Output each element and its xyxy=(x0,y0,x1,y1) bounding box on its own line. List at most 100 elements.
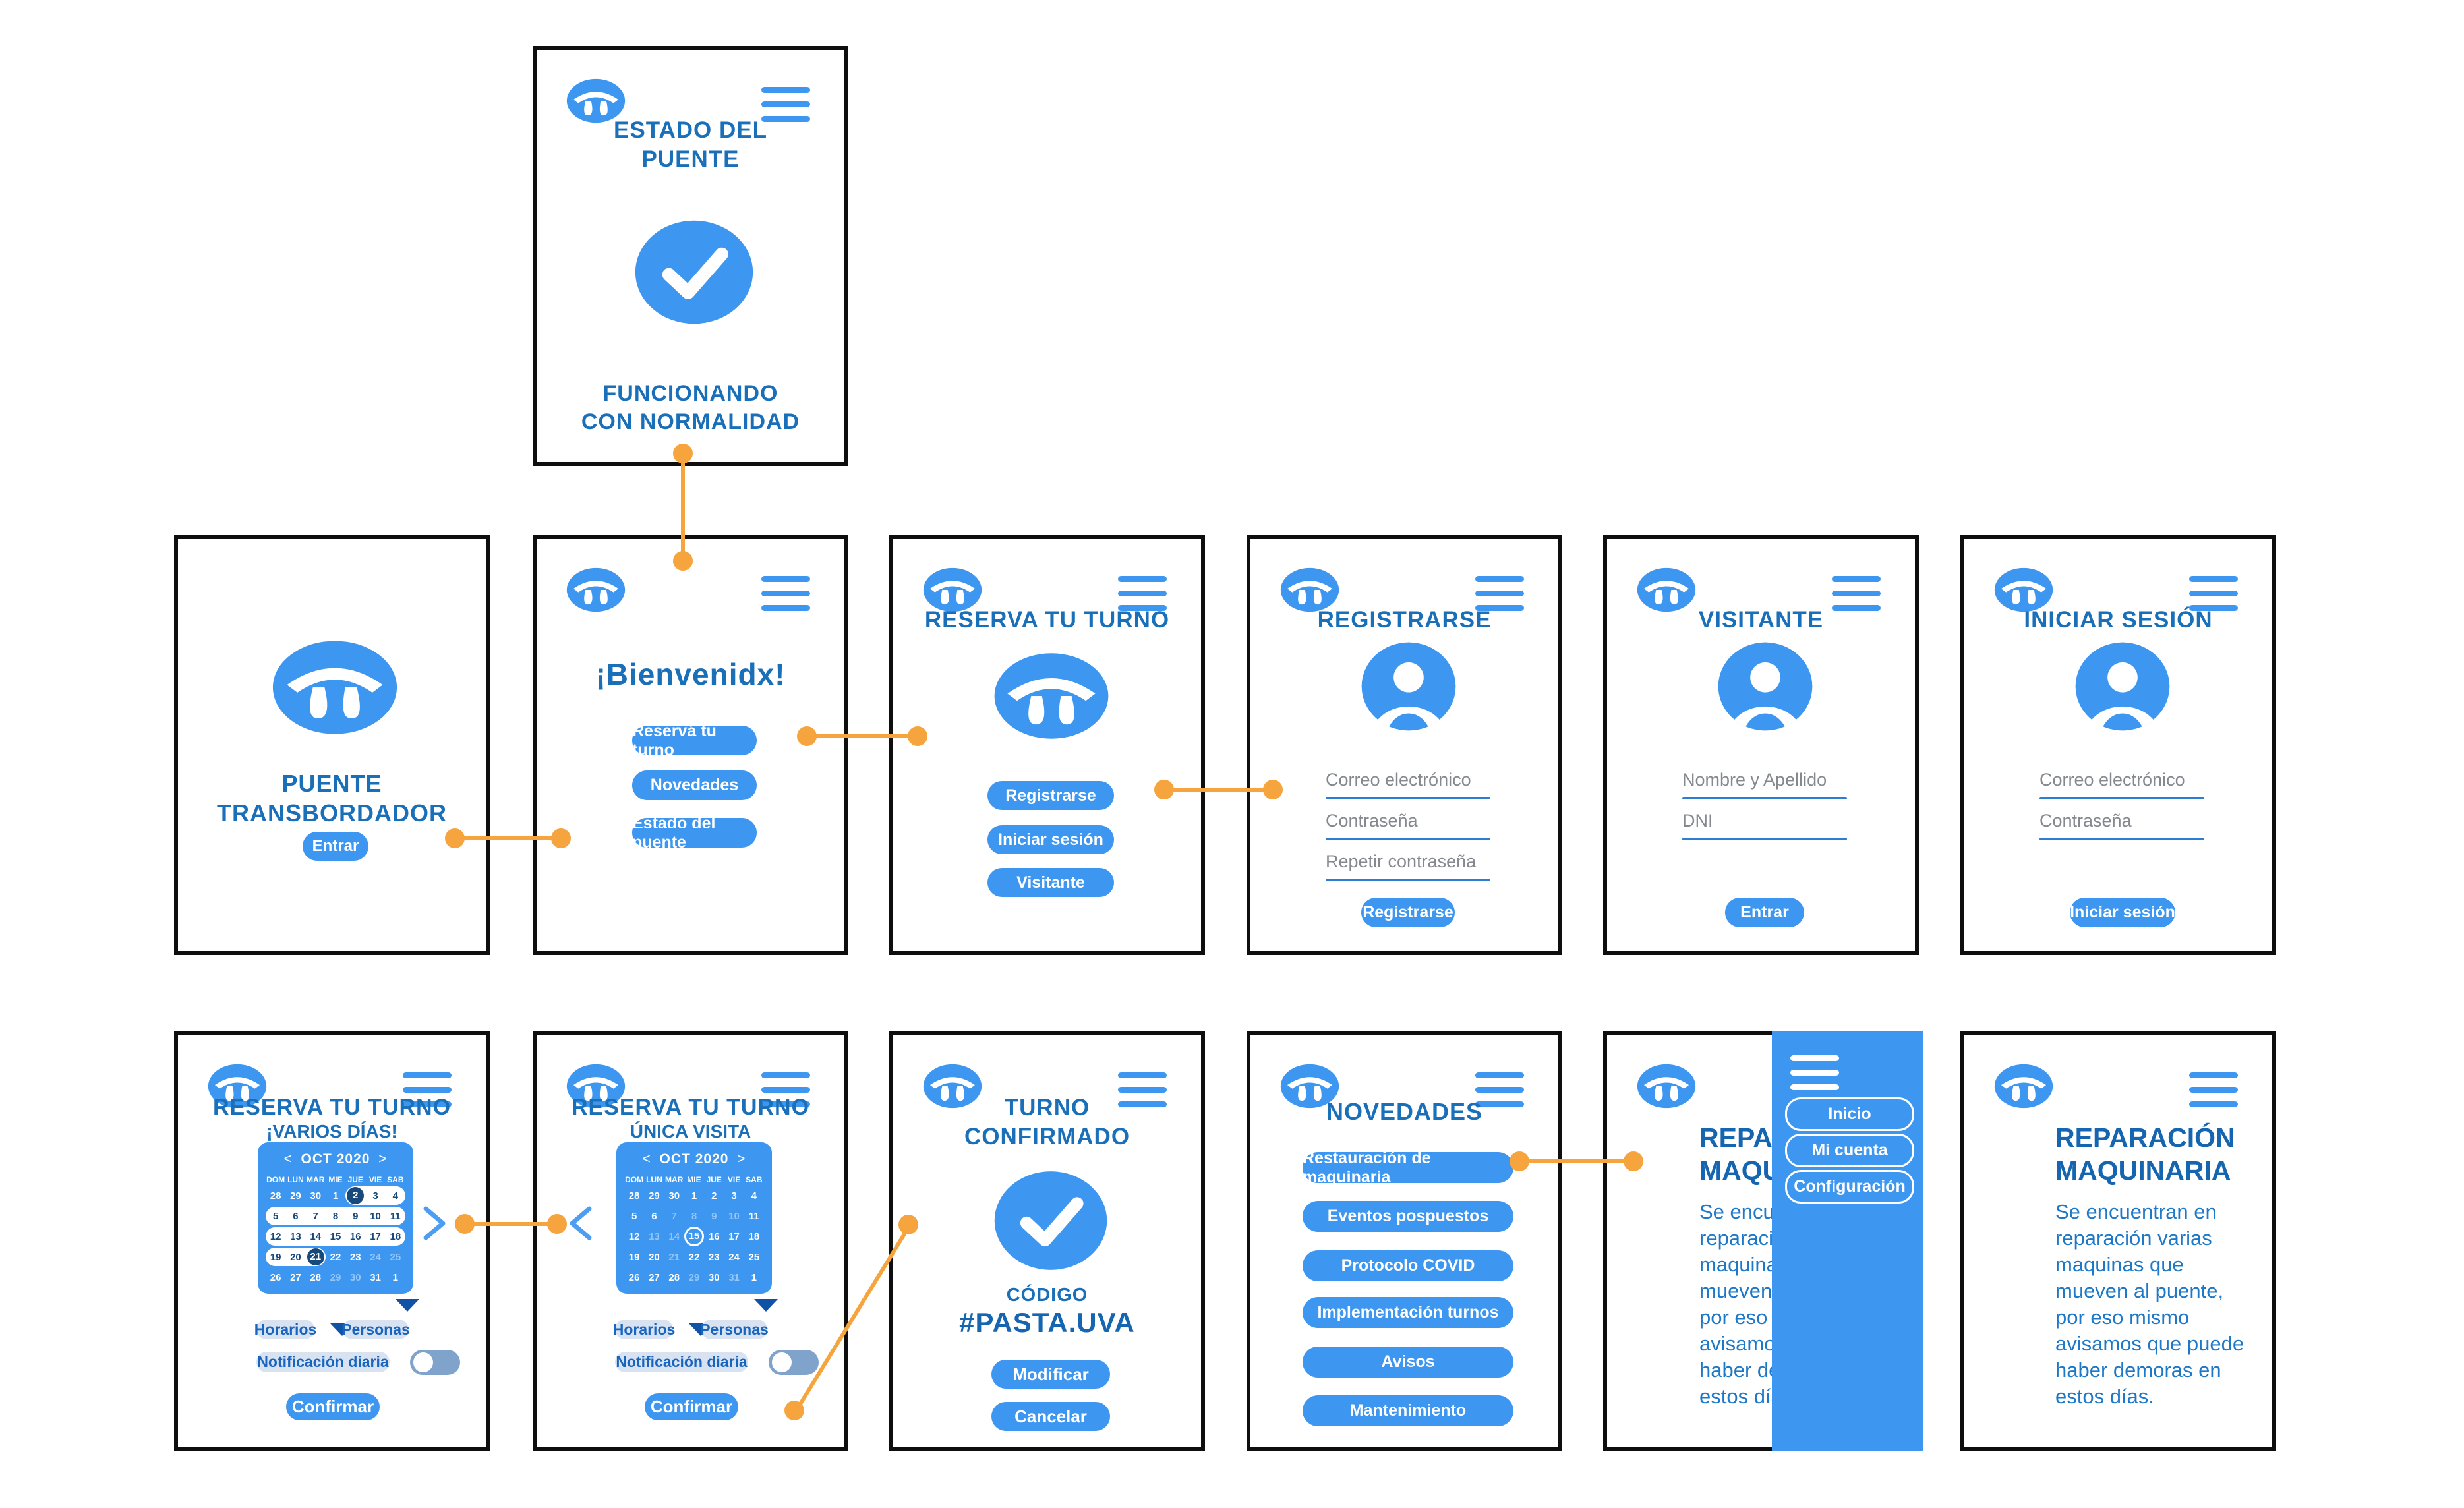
calendar-day[interactable]: 21 xyxy=(668,1251,680,1263)
calendar-day[interactable]: 11 xyxy=(390,1210,401,1222)
hamburger-menu-icon[interactable] xyxy=(2189,1072,2238,1116)
calendar-day[interactable]: 11 xyxy=(748,1210,759,1222)
calendar-day[interactable]: 8 xyxy=(691,1210,697,1222)
calendar-day[interactable]: 12 xyxy=(628,1231,640,1242)
calendar-day[interactable]: 26 xyxy=(628,1271,640,1283)
confirm-button[interactable]: Confirmar xyxy=(645,1393,738,1420)
calendar-day[interactable]: 12 xyxy=(270,1231,281,1242)
hamburger-menu-icon[interactable] xyxy=(1118,1072,1167,1116)
calendar-day[interactable]: 1 xyxy=(332,1190,339,1202)
hamburger-menu-icon[interactable] xyxy=(761,576,810,620)
password-field[interactable]: Contraseña xyxy=(1326,811,1490,840)
calendar-day[interactable]: 30 xyxy=(349,1271,361,1283)
calendar-day[interactable]: 16 xyxy=(708,1231,720,1242)
calendar-day[interactable]: 15 xyxy=(330,1231,341,1242)
calendar-day[interactable]: 9 xyxy=(711,1210,717,1222)
calendar-day[interactable]: 31 xyxy=(728,1271,740,1283)
register-button[interactable]: Registrarse xyxy=(987,781,1114,810)
confirm-button[interactable]: Confirmar xyxy=(286,1393,380,1420)
calendar-day[interactable]: 10 xyxy=(728,1210,740,1222)
email-field[interactable]: Correo electrónico xyxy=(2039,770,2204,799)
calendar-day[interactable]: 10 xyxy=(370,1210,381,1222)
calendar-day[interactable]: 27 xyxy=(649,1271,660,1283)
calendar-day[interactable]: 30 xyxy=(310,1190,322,1202)
calendar-day[interactable]: 29 xyxy=(688,1271,700,1283)
calendar-day[interactable]: 31 xyxy=(370,1271,381,1283)
modify-button[interactable]: Modificar xyxy=(991,1360,1110,1389)
next-month[interactable]: > xyxy=(737,1151,746,1167)
calendar-day[interactable]: 28 xyxy=(628,1190,640,1202)
calendar-day[interactable]: 29 xyxy=(649,1190,660,1202)
menu-item-settings[interactable]: Configuración xyxy=(1785,1170,1914,1204)
hamburger-menu-icon[interactable] xyxy=(1475,576,1524,620)
next-month[interactable]: > xyxy=(378,1151,388,1167)
prev-page-chevron-icon[interactable] xyxy=(566,1205,596,1242)
calendar-day[interactable]: 4 xyxy=(751,1190,757,1202)
calendar-day[interactable]: 19 xyxy=(270,1251,281,1263)
calendar-day[interactable]: 18 xyxy=(390,1231,401,1242)
prev-month[interactable]: < xyxy=(642,1151,651,1167)
calendar-day[interactable]: 17 xyxy=(728,1231,740,1242)
prev-month[interactable]: < xyxy=(283,1151,293,1167)
hamburger-menu-icon[interactable] xyxy=(761,87,810,130)
reserve-turn-button[interactable]: Reservá tu turno xyxy=(632,722,757,759)
visitor-button[interactable]: Visitante xyxy=(987,868,1114,897)
cancel-button[interactable]: Cancelar xyxy=(991,1402,1110,1431)
calendar-day[interactable]: 6 xyxy=(651,1210,657,1222)
calendar-day[interactable]: 28 xyxy=(310,1271,322,1283)
schedule-dropdown[interactable]: Horarios xyxy=(254,1320,316,1339)
news-item-button[interactable]: Mantenimiento xyxy=(1303,1395,1513,1426)
repeat-password-field[interactable]: Repetir contraseña xyxy=(1326,852,1490,881)
dni-field[interactable]: DNI xyxy=(1682,811,1847,840)
hamburger-menu-icon[interactable] xyxy=(403,1072,452,1116)
hamburger-menu-icon[interactable] xyxy=(1832,576,1881,620)
chevron-down-icon[interactable] xyxy=(396,1299,419,1312)
calendar-day[interactable]: 9 xyxy=(353,1210,359,1222)
calendar-day[interactable]: 14 xyxy=(310,1231,322,1242)
calendar-day[interactable]: 30 xyxy=(668,1190,680,1202)
news-item-button[interactable]: Eventos pospuestos xyxy=(1303,1201,1513,1232)
people-dropdown[interactable]: Personas xyxy=(341,1320,410,1339)
calendar-day[interactable]: 6 xyxy=(293,1210,299,1222)
calendar-day[interactable]: 26 xyxy=(270,1271,281,1283)
news-item-button[interactable]: Protocolo COVID xyxy=(1303,1250,1513,1281)
calendar-day[interactable]: 5 xyxy=(631,1210,637,1222)
calendar-day[interactable]: 25 xyxy=(390,1251,401,1263)
calendar-day[interactable]: 25 xyxy=(748,1251,760,1263)
schedule-dropdown[interactable]: Horarios xyxy=(613,1320,675,1339)
calendar-day[interactable]: 13 xyxy=(290,1231,301,1242)
calendar-day[interactable]: 15 xyxy=(684,1227,704,1246)
news-item-button[interactable]: Implementación turnos xyxy=(1303,1297,1513,1328)
next-page-chevron-icon[interactable] xyxy=(419,1205,450,1242)
hamburger-menu-icon[interactable] xyxy=(1475,1072,1524,1116)
calendar-day[interactable]: 4 xyxy=(392,1190,398,1202)
calendar-day[interactable]: 7 xyxy=(312,1210,318,1222)
calendar-day[interactable]: 22 xyxy=(330,1251,341,1263)
calendar-day[interactable]: 22 xyxy=(688,1251,700,1263)
hamburger-menu-icon[interactable] xyxy=(761,1072,810,1116)
calendar-day[interactable]: 23 xyxy=(349,1251,361,1263)
bridge-status-button[interactable]: Estado del puente xyxy=(632,814,757,852)
news-item-button[interactable]: Avisos xyxy=(1303,1347,1513,1378)
login-button[interactable]: Iniciar sesión xyxy=(987,825,1114,854)
register-submit-button[interactable]: Registrarse xyxy=(1361,898,1455,927)
password-field[interactable]: Contraseña xyxy=(2039,811,2204,840)
calendar-day[interactable]: 8 xyxy=(332,1210,339,1222)
calendar-day[interactable]: 20 xyxy=(649,1251,660,1263)
news-button[interactable]: Novedades xyxy=(632,770,757,800)
email-field[interactable]: Correo electrónico xyxy=(1326,770,1490,799)
people-dropdown[interactable]: Personas xyxy=(700,1320,769,1339)
enter-button[interactable]: Entrar xyxy=(303,832,368,861)
calendar-day[interactable]: 1 xyxy=(751,1271,757,1283)
calendar-day[interactable]: 21 xyxy=(306,1248,326,1266)
hamburger-menu-icon[interactable] xyxy=(2189,576,2238,620)
calendar-day[interactable]: 14 xyxy=(668,1231,680,1242)
calendar-day[interactable]: 2 xyxy=(345,1186,365,1205)
calendar-day[interactable]: 20 xyxy=(290,1251,301,1263)
calendar-day[interactable]: 1 xyxy=(392,1271,398,1283)
calendar-day[interactable]: 7 xyxy=(671,1210,677,1222)
calendar-day[interactable]: 16 xyxy=(349,1231,361,1242)
calendar-day[interactable]: 19 xyxy=(628,1251,640,1263)
calendar-day[interactable]: 1 xyxy=(691,1190,697,1202)
calendar-day[interactable]: 2 xyxy=(711,1190,717,1202)
